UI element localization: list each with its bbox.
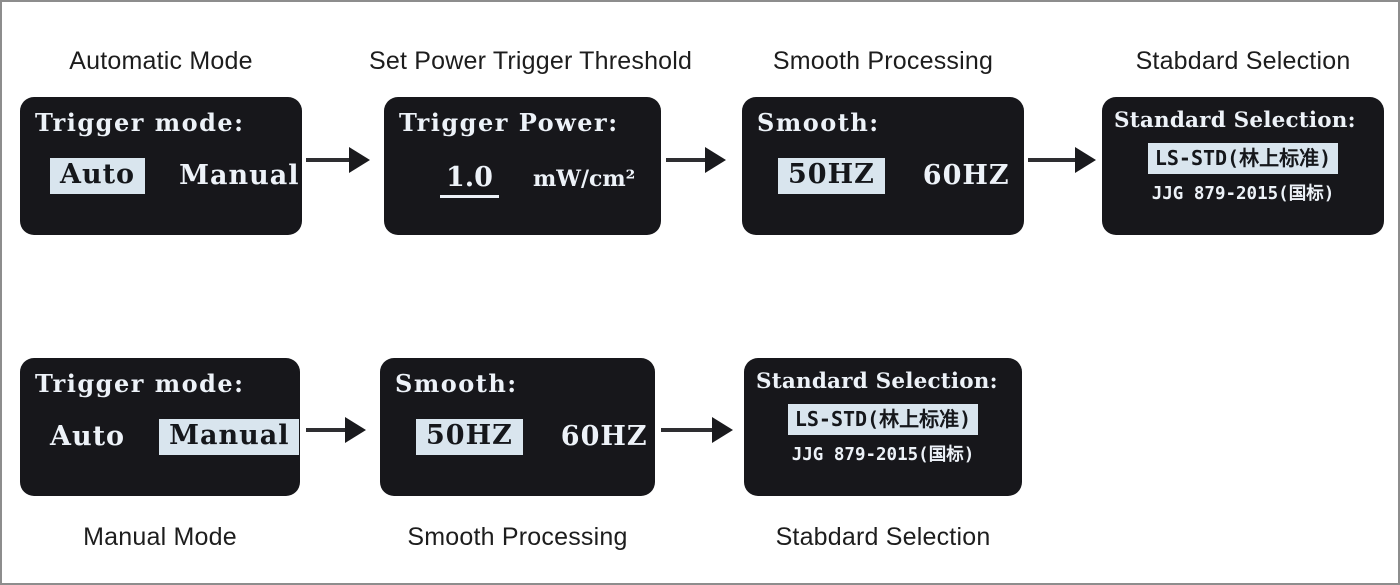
caption-automatic-mode: Automatic Mode [69,47,253,75]
flow-arrow [666,146,726,174]
arrow-shaft [661,428,715,432]
caption-smooth-processing-bottom: Smooth Processing [407,523,628,551]
standard-option-row: LS-STD(林上标准) [744,404,1022,435]
caption-standard-selection-bottom: Stabdard Selection [775,523,991,551]
caption-manual-mode: Manual Mode [83,523,237,551]
screen-title: Standard Selection: [756,369,998,394]
arrow-shaft [666,158,708,162]
screen-title: Smooth: [395,369,518,398]
option-50hz: 50HZ [778,158,885,194]
option-jjg-879-2015: JJG 879-2015(国标) [1151,184,1335,204]
option-jjg-879-2015: JJG 879-2015(国标) [791,445,975,465]
options-row: Auto Manual [50,158,302,194]
standard-option-row: JJG 879-2015(国标) [1102,182,1384,206]
screen-title: Trigger mode: [35,369,245,398]
option-manual: Manual [179,160,300,191]
arrow-head-icon [349,147,370,173]
screen-trigger-mode-manual: Trigger mode: Auto Manual [20,358,300,496]
arrow-shaft [306,428,348,432]
flow-arrow [306,146,370,174]
caption-set-power-trigger-threshold: Set Power Trigger Threshold [369,47,693,75]
screen-smooth-top: Smooth: 50HZ 60HZ [742,97,1024,235]
option-ls-std: LS-STD(林上标准) [1147,143,1339,174]
arrow-head-icon [1075,147,1096,173]
standard-option-row: LS-STD(林上标准) [1102,143,1384,174]
arrow-head-icon [705,147,726,173]
option-auto: Auto [50,421,126,452]
standard-option-row: JJG 879-2015(国标) [744,443,1022,467]
flow-arrow [306,416,366,444]
screen-standard-selection-top: Standard Selection: LS-STD(林上标准) JJG 879… [1102,97,1384,235]
arrow-shaft [1028,158,1078,162]
options-row: Auto Manual [50,419,300,455]
screen-smooth-bottom: Smooth: 50HZ 60HZ [380,358,655,496]
flow-arrow [1028,146,1096,174]
screen-title: Trigger Power: [399,108,619,137]
screen-title: Smooth: [757,108,880,137]
trigger-power-unit: mW/cm² [532,166,636,192]
option-ls-std: LS-STD(林上标准) [787,404,979,435]
option-manual: Manual [159,419,300,455]
option-auto: Auto [50,158,146,194]
arrow-head-icon [345,417,366,443]
screen-trigger-mode-auto: Trigger mode: Auto Manual [20,97,302,235]
option-50hz: 50HZ [416,419,523,455]
option-60hz: 60HZ [560,421,648,452]
options-row: 50HZ 60HZ [778,158,1024,194]
trigger-power-value: 1.0 [440,162,499,198]
option-60hz: 60HZ [922,160,1010,191]
screen-title: Standard Selection: [1114,108,1356,133]
options-row: 50HZ 60HZ [416,419,655,455]
caption-smooth-processing-top: Smooth Processing [772,47,994,75]
arrow-head-icon [712,417,733,443]
flow-arrow [661,416,733,444]
screen-standard-selection-bottom: Standard Selection: LS-STD(林上标准) JJG 879… [744,358,1022,496]
trigger-power-value-row: 1.0 mW/cm² [440,162,661,198]
screen-trigger-power: Trigger Power: 1.0 mW/cm² [384,97,661,235]
arrow-shaft [306,158,352,162]
caption-standard-selection-top: Stabdard Selection [1135,47,1351,75]
screen-title: Trigger mode: [35,108,245,137]
